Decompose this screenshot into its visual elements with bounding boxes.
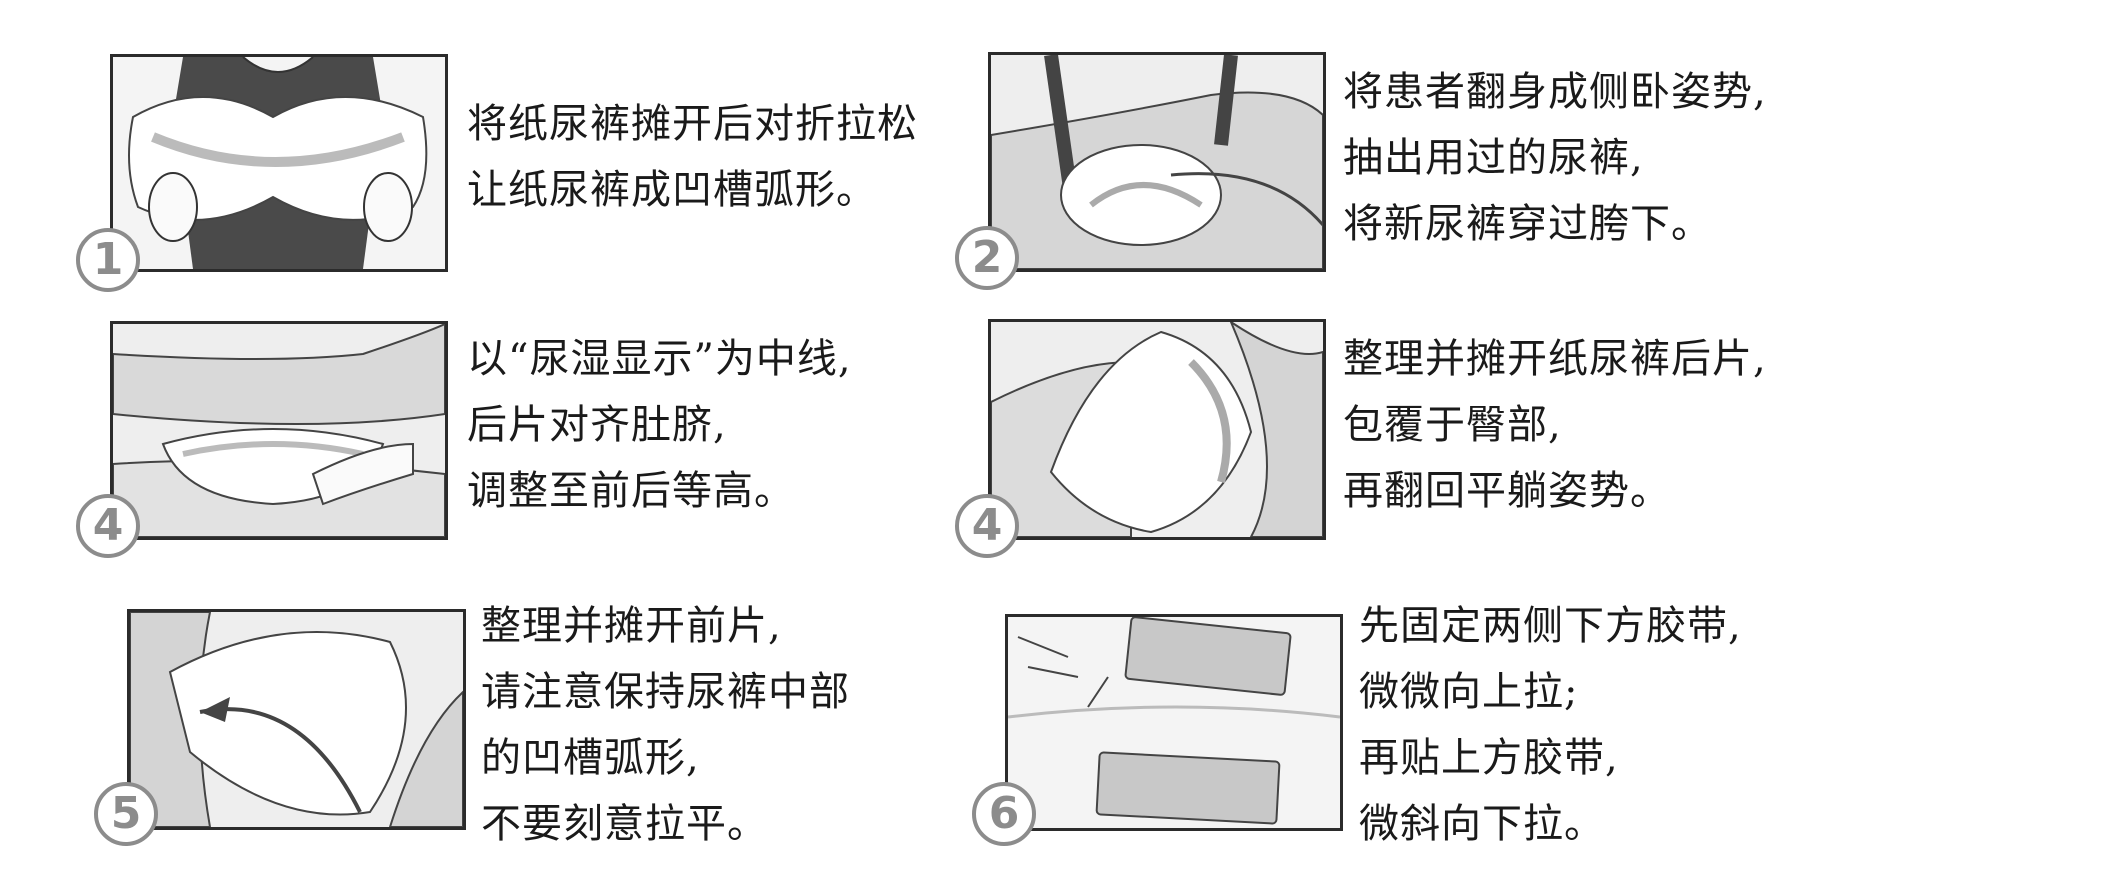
unfold-diaper-illustration <box>110 54 448 272</box>
align-centerline-illustration <box>110 321 448 540</box>
fasten-tapes-illustration <box>1005 614 1343 831</box>
caption-line: 先固定两侧下方胶带, <box>1359 603 1742 649</box>
caption-line: 让纸尿裤成凹槽弧形。 <box>467 167 877 213</box>
wrap-back-illustration <box>988 319 1326 540</box>
step-number-badge: 1 <box>76 228 140 292</box>
step-caption: 先固定两侧下方胶带, 微微向上拉; 再贴上方胶带, 微斜向下拉。 <box>1359 593 1742 857</box>
caption-line: 调整至前后等高。 <box>467 468 795 514</box>
caption-line: 将新尿裤穿过胯下。 <box>1343 201 1712 247</box>
step-caption: 整理并摊开前片, 请注意保持尿裤中部 的凹槽弧形, 不要刻意拉平。 <box>481 593 850 857</box>
caption-line: 包覆于臀部, <box>1343 402 1562 448</box>
step-caption: 将患者翻身成侧卧姿势, 抽出用过的尿裤, 将新尿裤穿过胯下。 <box>1343 59 1767 257</box>
caption-line: 请注意保持尿裤中部 <box>481 669 850 715</box>
spread-front-illustration <box>127 609 466 830</box>
caption-line: 以“尿湿显示”为中线, <box>467 336 852 382</box>
caption-line: 将患者翻身成侧卧姿势, <box>1343 69 1767 115</box>
caption-line: 抽出用过的尿裤, <box>1343 135 1644 181</box>
caption-line: 再翻回平躺姿势。 <box>1343 468 1671 514</box>
caption-line: 微微向上拉; <box>1359 669 1579 715</box>
step-number-badge: 4 <box>76 494 140 558</box>
step-number-badge: 2 <box>955 226 1019 290</box>
caption-line: 后片对齐肚脐, <box>467 402 727 448</box>
caption-line: 将纸尿裤摊开后对折拉松 <box>467 101 918 147</box>
step-caption: 以“尿湿显示”为中线, 后片对齐肚脐, 调整至前后等高。 <box>467 326 852 524</box>
caption-line: 再贴上方胶带, <box>1359 735 1619 781</box>
caption-line: 微斜向下拉。 <box>1359 801 1605 847</box>
caption-line: 的凹槽弧形, <box>481 735 700 781</box>
step-number-badge: 5 <box>94 782 158 846</box>
step-number-badge: 6 <box>972 782 1036 846</box>
caption-line: 整理并摊开纸尿裤后片, <box>1343 336 1767 382</box>
caption-line: 整理并摊开前片, <box>481 603 782 649</box>
caption-line: 不要刻意拉平。 <box>481 801 768 847</box>
step-caption: 整理并摊开纸尿裤后片, 包覆于臀部, 再翻回平躺姿势。 <box>1343 326 1767 524</box>
turn-patient-illustration <box>988 52 1326 272</box>
step-caption: 将纸尿裤摊开后对折拉松 让纸尿裤成凹槽弧形。 <box>467 91 918 223</box>
step-number-badge: 4 <box>955 494 1019 558</box>
